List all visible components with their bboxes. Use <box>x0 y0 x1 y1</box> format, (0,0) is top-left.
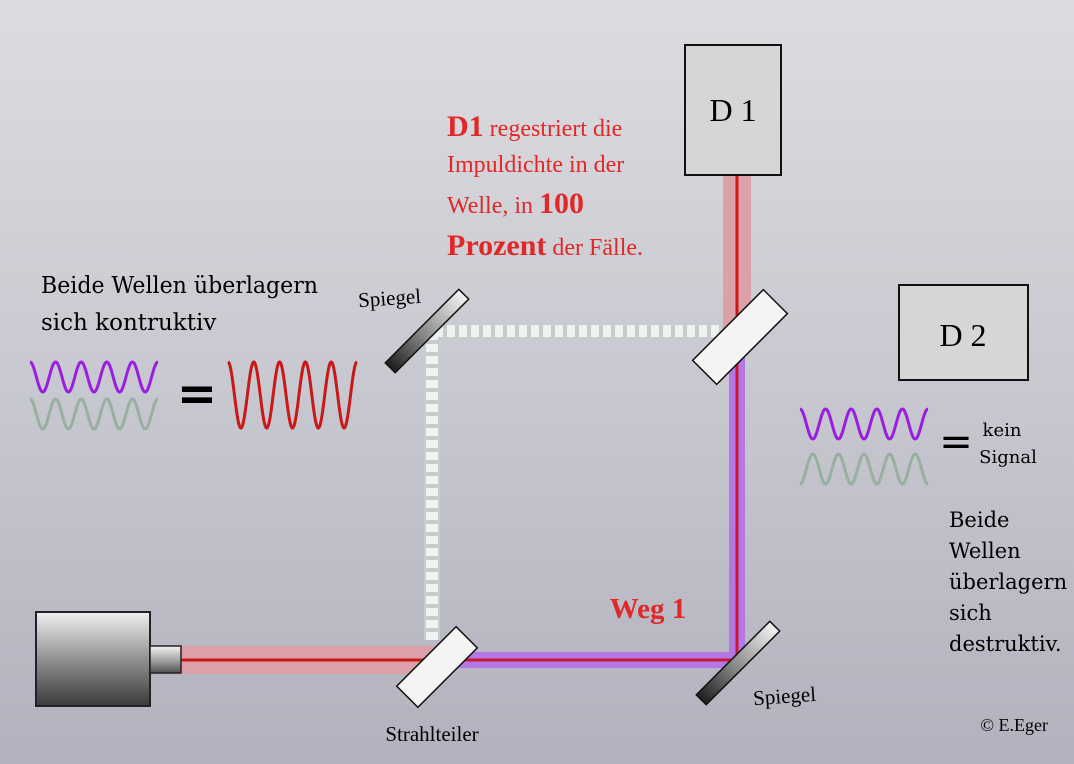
constructive-wave-result <box>227 360 358 430</box>
mirror-top-left <box>384 288 470 374</box>
constructive-equals: = <box>177 366 217 422</box>
d1-note-prozent: Prozent <box>447 229 546 262</box>
laser-source <box>35 611 182 707</box>
destructive-equals: = <box>939 419 973 465</box>
detector-d2-label: D 2 <box>939 317 986 353</box>
output-beam-splitter <box>691 288 789 386</box>
constructive-wave-purple <box>29 360 159 394</box>
mirror-top-left-label: Spiegel <box>357 284 422 312</box>
constructive-wave-gray <box>29 397 159 431</box>
d1-note-line2: Impuldichte in der <box>447 152 624 178</box>
copyright: © E.Eger <box>980 715 1048 735</box>
d1-note-line1: regestriert die <box>484 116 623 142</box>
constructive-text-line1: Beide Wellen überlagern <box>41 273 318 299</box>
mirror-bottom-right <box>695 620 781 706</box>
upper-path-beam <box>424 323 735 640</box>
destructive-wave-gray <box>799 452 929 486</box>
destructive-text-line: sich <box>949 601 992 625</box>
svg-text:Welle, in 100: Welle, in 100 <box>447 187 584 220</box>
destructive-result-line2: Signal <box>979 447 1037 468</box>
beam-splitter <box>395 625 479 709</box>
d1-note-line3: Welle, in <box>447 193 539 219</box>
svg-text:D1 regestriert die: D1 regestriert die <box>447 110 622 143</box>
svg-text:Prozent der Fälle.: Prozent der Fälle. <box>447 229 643 262</box>
destructive-text-line: Beide <box>949 508 1009 532</box>
mirror-bottom-right-label: Spiegel <box>752 682 817 710</box>
d1-note: D1 regestriert die Impuldichte in der We… <box>447 110 643 262</box>
destructive-text-line: überlagern <box>949 570 1067 594</box>
d1-note-line4: der Fälle. <box>546 235 643 261</box>
constructive-text-line2: sich kontruktiv <box>41 310 216 336</box>
detector-d2: D 2 <box>898 284 1029 381</box>
detector-d1: D 1 <box>684 44 782 176</box>
path-1-label: Weg 1 <box>610 593 687 625</box>
destructive-text-line: destruktiv. <box>949 632 1062 656</box>
destructive-result-line1: kein <box>983 420 1022 441</box>
destructive-text: Beide Wellen überlagern sich destruktiv. <box>949 508 1067 656</box>
path-1-beam <box>432 338 745 668</box>
d1-note-100: 100 <box>539 187 584 220</box>
detector-d1-label: D 1 <box>709 92 756 128</box>
destructive-text-line: Wellen <box>949 539 1021 563</box>
d1-note-d1: D1 <box>447 110 484 143</box>
destructive-wave-purple <box>799 407 929 441</box>
beam-splitter-label: Strahlteiler <box>385 722 478 746</box>
